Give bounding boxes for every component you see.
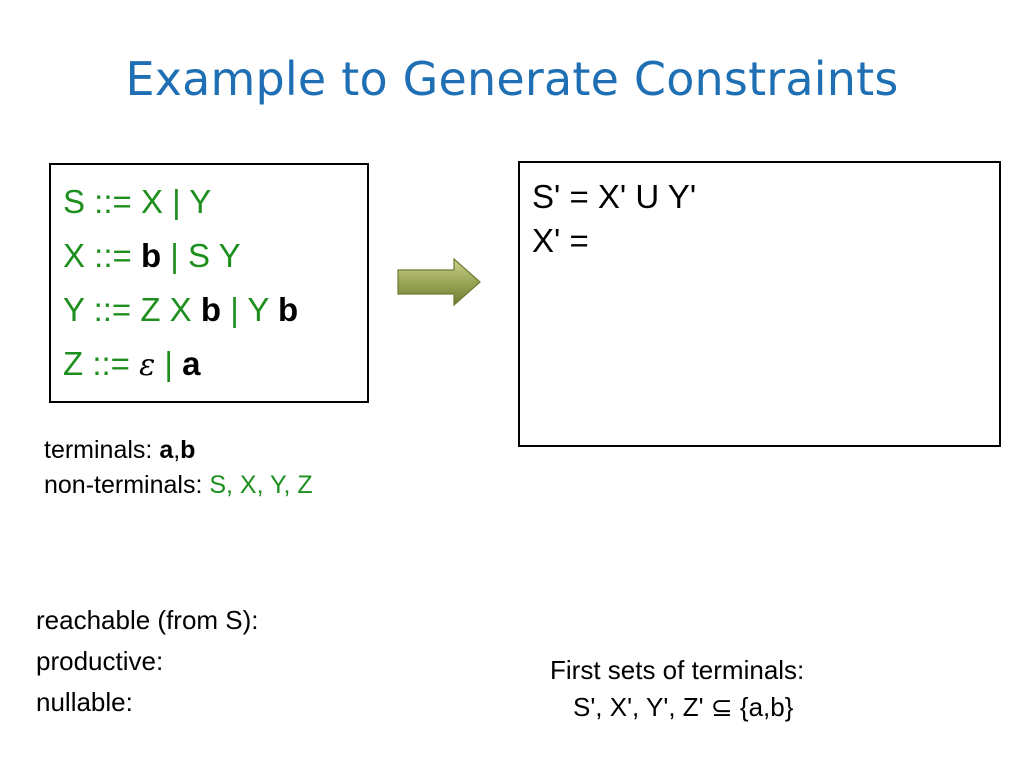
grammar-rule-y: Y ::= Z X b | Y b [63, 283, 367, 337]
nullable-label: nullable: [36, 687, 133, 717]
first-sets-set: {a,b} [732, 692, 794, 722]
terminal-b: b [180, 436, 196, 464]
rule-y-mid: | Y [221, 291, 278, 328]
first-sets-vars: S', X', Y', Z' [573, 692, 711, 722]
grammar-rule-s: S ::= X | Y [63, 175, 367, 229]
right-arrow-icon [397, 257, 481, 307]
first-sets-constraint: S', X', Y', Z' ⊆ {a,b} [550, 689, 804, 727]
subset-icon: ⊆ [710, 693, 733, 723]
first-sets: First sets of terminals: S', X', Y', Z' … [550, 652, 804, 727]
reachable-label: reachable (from S): [36, 605, 259, 635]
terminals-comma: , [173, 436, 181, 464]
rule-z-mid: | [155, 345, 183, 382]
productive-label: productive: [36, 646, 164, 676]
grammar-box: S ::= X | Y X ::= b | S Y Y ::= Z X b | … [49, 163, 369, 403]
rule-s-text: S ::= X | Y [63, 183, 212, 220]
constraint-line: X' = [532, 222, 589, 259]
nonterminals-list: S, X, Y, Z [209, 471, 313, 499]
rule-y-lhs: Y ::= Z X [63, 291, 201, 328]
grammar-rule-x: X ::= b | S Y [63, 229, 367, 283]
grammar-rule-z: Z ::= ε | a [63, 337, 367, 393]
slide-title: Example to Generate Constraints [125, 52, 899, 106]
rule-y-terminal-b1: b [200, 291, 222, 328]
nonterminals-label: non-terminals: [44, 471, 210, 499]
terminals-line: terminals: a,b [44, 433, 313, 468]
constraint-line: S' = X' U Y' [532, 178, 697, 215]
rule-x-rest: | S Y [161, 237, 241, 274]
rule-z-epsilon: ε [139, 348, 156, 383]
rule-x-lhs: X ::= [63, 237, 141, 274]
first-sets-heading: First sets of terminals: [550, 655, 805, 685]
constraints-box: S' = X' U Y' X' = [518, 161, 1001, 447]
grammar-properties: reachable (from S): productive: nullable… [36, 600, 259, 723]
rule-z-lhs: Z ::= [63, 345, 140, 382]
rule-y-terminal-b2: b [277, 291, 299, 328]
rule-x-terminal-b: b [140, 237, 162, 274]
terminal-a: a [159, 436, 174, 464]
nonterminals-line: non-terminals: S, X, Y, Z [44, 468, 313, 503]
rule-z-terminal-a: a [182, 345, 201, 382]
symbol-info: terminals: a,b non-terminals: S, X, Y, Z [44, 433, 313, 503]
terminals-label: terminals: [44, 436, 160, 464]
